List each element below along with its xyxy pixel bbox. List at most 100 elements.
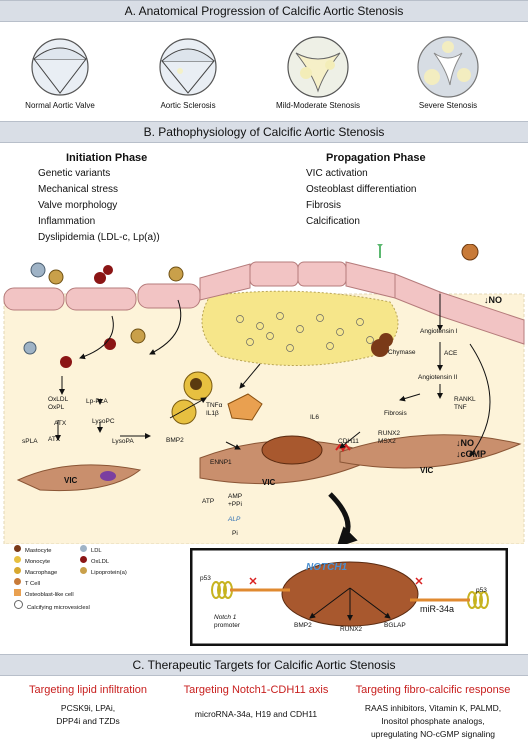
target-line: RAAS inhibitors, Vitamin K, PALMD, (364, 703, 502, 713)
initiation-item: Inflammation (38, 216, 96, 227)
legend: Mastocyte Monocyte Macrophage T Cell Ost… (14, 545, 90, 613)
propagation-phase-title: Propagation Phase (326, 152, 426, 164)
target-notch: Targeting Notch1-CDH11 axis microRNA-34a… (172, 684, 340, 721)
label-tnf: TNF (454, 404, 467, 411)
label-no-decrease: ↓NO (456, 438, 474, 448)
target-title: Targeting Notch1-CDH11 axis (183, 684, 329, 696)
microvesicles-icon (14, 600, 23, 609)
t-cell-icon (461, 244, 479, 261)
section-b-title: B. Pathophysiology of Calcific Aortic St… (143, 125, 385, 139)
zoom-arrow (328, 492, 358, 544)
section-c-title: C. Therapeutic Targets for Calcific Aort… (132, 658, 396, 672)
label-no-top: ↓NO (484, 295, 502, 305)
label-bmp2-target: BMP2 (294, 622, 312, 629)
inhibition-x-icon (415, 577, 423, 585)
valve-tissue (3, 293, 525, 544)
legend-item: LDL (80, 545, 127, 556)
label-bmp2: BMP2 (166, 437, 184, 444)
propagation-item: Osteoblast differentiation (306, 184, 417, 195)
valve-label-severe: Severe Stenosis (418, 101, 478, 110)
label-cdh11: CDH11 (338, 438, 359, 445)
label-oxldl: OxLDL (48, 396, 69, 403)
target-line: Inositol phosphate analogs, (381, 716, 485, 726)
lipid-pool (201, 290, 399, 367)
target-line: microRNA-34a, H19 and CDH11 (194, 709, 318, 719)
label-promoter: promoter (214, 622, 241, 629)
severe-stenosis-valve-image (417, 36, 479, 98)
target-line: upregulating NO-cGMP signaling (370, 729, 496, 739)
initiation-item: Mechanical stress (38, 184, 119, 195)
target-line: PCSK9i, LPAi, (60, 703, 116, 713)
receptor-icon (100, 471, 116, 481)
label-il1b: IL1β (206, 410, 219, 417)
label-vic-center: VIC (262, 478, 276, 487)
label-p53-left: p53 (200, 575, 211, 582)
initiation-item: Valve morphology (38, 200, 118, 211)
label-runx2: RUNX2 (378, 430, 401, 437)
label-oxpl: OxPL (48, 404, 65, 411)
macrophage-icon (171, 399, 197, 425)
target-title: Targeting lipid infiltration (28, 684, 147, 696)
valve-label-normal: Normal Aortic Valve (25, 101, 95, 110)
label-il6: IL6 (310, 414, 320, 421)
initiation-item: Dyslipidemia (LDL-c, Lp(a)) (38, 232, 160, 243)
section-a-header: A. Anatomical Progression of Calcific Ao… (0, 0, 528, 22)
osteoblast-icon (14, 589, 21, 596)
pathway-arrows (55, 294, 491, 457)
label-mir34a: miR-34a (420, 604, 455, 614)
notch1-target-arrows (309, 587, 391, 621)
valve-label-sclerosis: Aortic Sclerosis (160, 101, 216, 110)
label-notch1-nucleus: NOTCH1 (306, 562, 348, 573)
legend-column-2: LDL OxLDL Lipoprotein(a) (80, 545, 127, 578)
legend-item: Calcifying microvesiclesl (14, 600, 90, 613)
antibody-icon (377, 244, 383, 258)
label-atp: ATP (202, 498, 215, 505)
lipoprotein-a-icon (48, 269, 64, 285)
label-ace: ACE (444, 350, 458, 357)
vic-nucleus (261, 435, 323, 465)
propagation-item: VIC activation (306, 168, 368, 179)
label-alp: ALP (228, 516, 241, 523)
propagation-list: VIC activation Osteoblast differentiatio… (306, 166, 416, 230)
osteoblast-icon (227, 393, 263, 421)
ldl-icon (80, 545, 87, 552)
label-angiotensin-2: Angiotensin II (418, 374, 458, 381)
macrophage-icon (183, 371, 213, 401)
legend-item: OxLDL (80, 556, 127, 567)
target-lipid: Targeting lipid infiltration PCSK9i, LPA… (4, 684, 172, 728)
inhibition-x-icon (249, 577, 257, 585)
oxldl-particle-icon (94, 265, 113, 284)
target-title: Targeting fibro-calcific response (355, 684, 511, 696)
label-amp: AMP (228, 493, 243, 500)
label-bglap-target: BGLAP (384, 622, 406, 629)
sclerosis-valve-image (159, 38, 217, 96)
label-notch1-promoter: Notch 1 (214, 614, 237, 621)
target-fibrocalcific: Targeting fibro-calcific response RAAS i… (340, 684, 526, 741)
mastocyte-icon (371, 333, 393, 357)
lipoprotein-a-icon (80, 567, 87, 574)
legend-item: Macrophage (14, 567, 90, 578)
cdh11-junction-icon (335, 443, 351, 452)
valve-progression-figure (31, 36, 479, 98)
oxldl-icon (80, 556, 87, 563)
t-cell-icon (14, 578, 21, 585)
initiation-list: Genetic variants Mechanical stress Valve… (38, 166, 160, 246)
legend-item: Lipoprotein(a) (80, 567, 127, 578)
dna-coil-icon (211, 581, 489, 609)
label-angiotensin-1: Angiotensin I (420, 328, 458, 335)
mastocyte-icon (14, 545, 21, 552)
ldl-particle-icon (23, 341, 37, 355)
ldl-particle-icon (30, 262, 46, 278)
label-cgmp-decrease: ↓cGMP (456, 449, 487, 459)
pathophysiology-illustration (3, 244, 525, 544)
label-enpp1: ENNP1 (210, 459, 232, 466)
monocyte-icon (14, 556, 21, 563)
legend-item: Monocyte (14, 556, 90, 567)
label-spla2: sPLA (22, 438, 38, 445)
vic-cell-right (339, 434, 522, 469)
label-chymase: Chymase (388, 349, 416, 356)
label-lysopa: LysoPA (112, 438, 134, 445)
legend-item: T Cell (14, 578, 90, 589)
label-msx2: MSX2 (378, 438, 396, 445)
label-lp-pla2: Lp-PLA (86, 398, 108, 405)
